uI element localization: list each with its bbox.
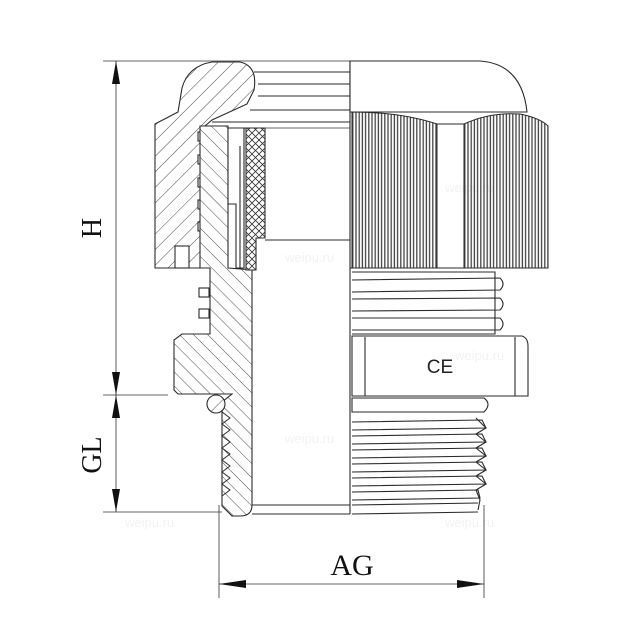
- seal-insert: [244, 127, 266, 271]
- watermark: weipu.ru: [454, 348, 504, 363]
- dimension-h: H: [77, 60, 360, 395]
- clamp-fingers: [227, 127, 245, 269]
- cap-knurl-right: [463, 113, 549, 269]
- watermark: weipu.ru: [444, 180, 494, 195]
- dimension-ag: AG: [218, 505, 485, 598]
- watermark: weipu.ru: [284, 250, 334, 265]
- exterior-view: CE: [349, 60, 549, 515]
- cap-section: [154, 61, 256, 269]
- dimension-gl-label: GL: [77, 436, 108, 473]
- watermarks: weipu.ru weipu.ru weipu.ru weipu.ru weip…: [124, 180, 504, 530]
- body-upper-thread: [198, 287, 210, 319]
- ce-mark: CE: [427, 357, 453, 378]
- dimension-h-label: H: [77, 218, 108, 238]
- upper-thread: [351, 271, 504, 335]
- watermark: weipu.ru: [284, 431, 334, 446]
- collar-ring: [351, 397, 489, 413]
- dimension-gl: GL: [77, 394, 222, 513]
- cap-dome: [349, 60, 528, 113]
- hex-nut: [351, 335, 529, 397]
- section-view: [154, 61, 350, 517]
- watermark: weipu.ru: [444, 515, 494, 530]
- watermark: weipu.ru: [124, 515, 174, 530]
- o-ring: [206, 394, 226, 414]
- lower-thread: [351, 417, 487, 515]
- cap-flat-face: [436, 123, 465, 269]
- body-lower-thread: [221, 411, 231, 497]
- dimension-ag-label: AG: [330, 549, 373, 582]
- cap-knurl-left: [351, 111, 438, 269]
